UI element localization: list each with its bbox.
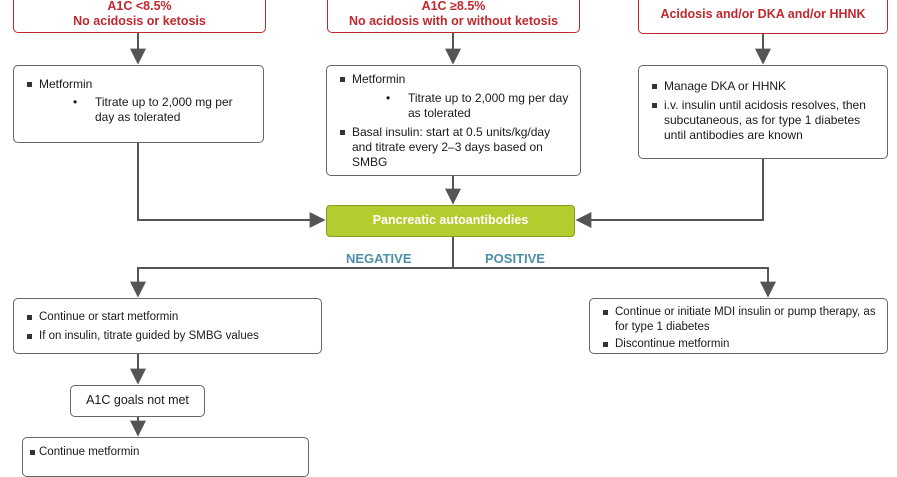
continuation-item: Continue metformin	[29, 445, 298, 460]
treatment-item: Basal insulin: start at 0.5 units/kg/day…	[339, 125, 570, 170]
treatment-subitem: • Titrate up to 2,000 mg per day as tole…	[352, 91, 570, 121]
treatment-box-right: Manage DKA or HHNK i.v. insulin until ac…	[638, 65, 888, 159]
outcome-item: Discontinue metformin	[602, 337, 877, 352]
pancreatic-autoantibodies-box: Pancreatic autoantibodies	[326, 205, 575, 237]
treatment-item-text: Metformin	[39, 77, 93, 91]
treatment-subitem: • Titrate up to 2,000 mg per day as tole…	[39, 95, 253, 125]
negative-outcome-box: Continue or start metformin If on insuli…	[13, 298, 322, 354]
treatment-item-text: i.v. insulin until acidosis resolves, th…	[664, 98, 866, 142]
treatment-item: i.v. insulin until acidosis resolves, th…	[651, 98, 877, 143]
outcome-item: Continue or initiate MDI insulin or pump…	[602, 305, 877, 335]
treatment-subitem-text: Titrate up to 2,000 mg per day as tolera…	[95, 95, 233, 124]
positive-outcome-box: Continue or initiate MDI insulin or pump…	[589, 298, 888, 354]
treatment-item: Metformin • Titrate up to 2,000 mg per d…	[26, 77, 253, 125]
criteria-box-a1c-below-8-5: A1C <8.5% No acidosis or ketosis	[13, 0, 266, 33]
criteria-box-acidosis: Acidosis and/or DKA and/or HHNK	[638, 0, 888, 34]
treatment-box-left: Metformin • Titrate up to 2,000 mg per d…	[13, 65, 264, 143]
continuation-item-text: Continue metformin	[39, 446, 140, 458]
arrow-right-to-center	[575, 159, 764, 228]
branch-label-positive: POSITIVE	[485, 251, 545, 266]
outcome-item-text: Discontinue metformin	[615, 338, 730, 350]
criteria-line-2: No acidosis or ketosis	[73, 14, 206, 28]
continuation-box: Continue metformin	[22, 437, 309, 477]
outcome-item-text: If on insulin, titrate guided by SMBG va…	[39, 330, 259, 342]
criteria-box-a1c-at-or-above-8-5: A1C ≥8.5% No acidosis with or without ke…	[327, 0, 580, 33]
flow-connectors	[130, 33, 776, 437]
criteria-line-1: Acidosis and/or DKA and/or HHNK	[660, 7, 866, 21]
treatment-item-text: Basal insulin: start at 0.5 units/kg/day…	[352, 125, 551, 169]
treatment-item: Manage DKA or HHNK	[651, 79, 877, 94]
outcome-item-text: Continue or start metformin	[39, 311, 179, 323]
branch-label-negative: NEGATIVE	[346, 251, 412, 266]
criteria-line-1: A1C ≥8.5%	[421, 0, 486, 13]
a1c-goals-not-met-box: A1C goals not met	[70, 385, 205, 417]
treatment-item: Metformin • Titrate up to 2,000 mg per d…	[339, 72, 570, 121]
outcome-item: If on insulin, titrate guided by SMBG va…	[26, 329, 311, 344]
treatment-item-text: Metformin	[352, 72, 406, 86]
treatment-subitem-text: Titrate up to 2,000 mg per day as tolera…	[408, 91, 569, 120]
bullet-dot: •	[73, 95, 78, 109]
treatment-item-text: Manage DKA or HHNK	[664, 79, 787, 93]
treatment-box-middle: Metformin • Titrate up to 2,000 mg per d…	[326, 65, 581, 176]
arrow-left-to-center	[137, 143, 326, 228]
outcome-item-text: Continue or initiate MDI insulin or pump…	[615, 306, 876, 333]
criteria-line-1: A1C <8.5%	[107, 0, 172, 13]
outcome-item: Continue or start metformin	[26, 310, 311, 325]
criteria-line-2: No acidosis with or without ketosis	[348, 14, 559, 28]
bullet-dot: •	[386, 91, 391, 105]
